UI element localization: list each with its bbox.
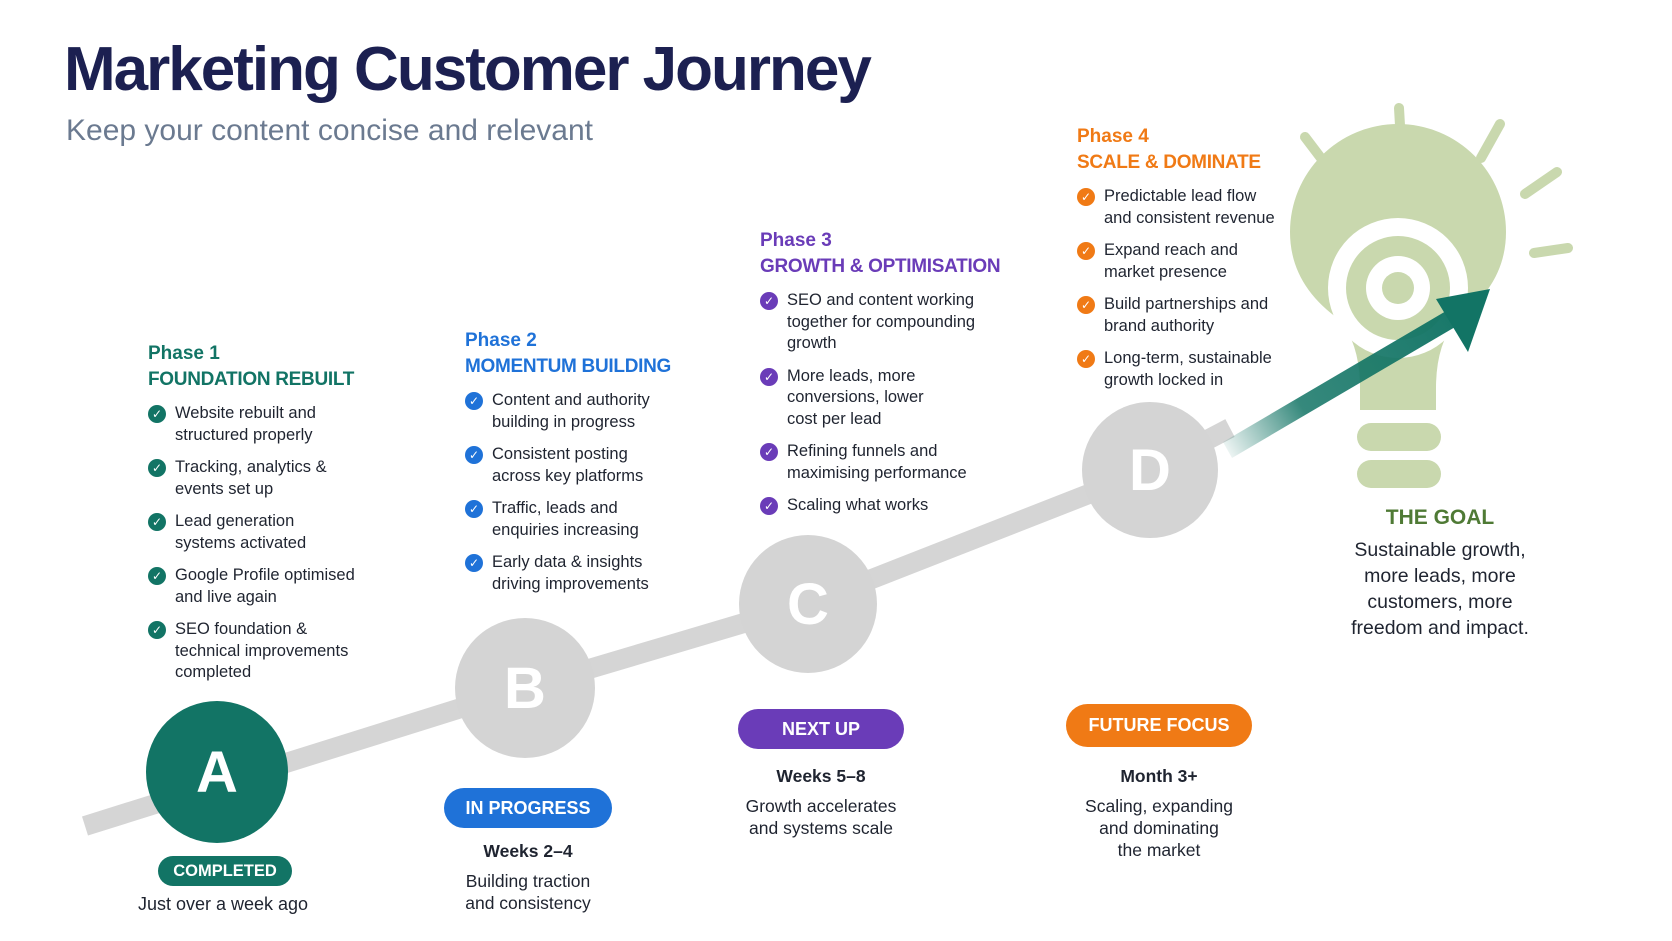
stage-d-circle (1082, 402, 1218, 538)
list-item: ✓ SEO foundation & technical improvements… (148, 619, 373, 684)
phase-4-list: ✓ Predictable lead flow and consistent re… (1077, 186, 1317, 391)
phase-3-block: Phase 3 GROWTH & OPTIMISATION ✓ SEO and c… (760, 228, 1010, 528)
list-item: ✓ Predictable lead flow and consistent re… (1077, 186, 1317, 229)
list-item: ✓ Lead generation systems activated (148, 511, 373, 554)
check-icon: ✓ (760, 367, 778, 386)
list-item: ✓ Website rebuilt and structured properly (148, 403, 373, 446)
phase-4-block: Phase 4 SCALE & DOMINATE ✓ Predictable le… (1077, 124, 1317, 402)
growth-arrow-icon (1223, 289, 1490, 458)
list-item-text: Refining funnels and maximising performa… (787, 442, 967, 482)
check-icon: ✓ (1077, 296, 1095, 314)
status-badge-future-focus: FUTURE FOCUS (1066, 704, 1252, 747)
stage-b-letter: B (504, 655, 546, 721)
list-item: ✓ SEO and content working together for co… (760, 290, 1010, 355)
list-item: ✓ Early data & insights driving improveme… (465, 552, 695, 595)
stage-b-description: Building traction and consistency (465, 871, 591, 913)
check-icon: ✓ (148, 513, 166, 531)
list-item-text: Predictable lead flow and consistent rev… (1104, 187, 1275, 227)
check-icon: ✓ (760, 497, 778, 515)
check-icon: ✓ (148, 405, 166, 423)
lightbulb-target-icon (1290, 103, 1573, 488)
list-item: ✓ Scaling what works (760, 495, 1010, 517)
stage-d-caption: Month 3+ Scaling, expanding and dominati… (1059, 766, 1259, 861)
list-item-text: Scaling what works (787, 496, 929, 514)
goal-text: Sustainable growth, more leads, more cus… (1351, 539, 1529, 639)
phase-4-title: SCALE & DOMINATE (1077, 152, 1261, 173)
list-item: ✓ Google Profile optimised and live again (148, 565, 373, 608)
stage-c-caption: Weeks 5–8 Growth accelerates and systems… (716, 766, 926, 839)
check-icon: ✓ (465, 554, 483, 572)
stage-c-description: Growth accelerates and systems scale (745, 796, 897, 838)
phase-2-list: ✓ Content and authority building in progr… (465, 390, 695, 595)
stage-a-description: Just over a week ago (137, 894, 309, 914)
list-item-text: Google Profile optimised and live again (175, 566, 355, 606)
phase-3-title: GROWTH & OPTIMISATION (760, 256, 1001, 277)
list-item-text: Traffic, leads and enquiries increasing (492, 499, 639, 539)
phase-2-block: Phase 2 MOMENTUM BUILDING ✓ Content and a… (465, 328, 695, 606)
phase-1-title: FOUNDATION REBUILT (148, 369, 355, 390)
goal-title: THE GOAL (1385, 506, 1495, 529)
list-item-text: Lead generation systems activated (175, 512, 307, 552)
list-item: ✓ Build partnerships and brand authority (1077, 294, 1317, 337)
list-item-text: Early data & insights driving improvemen… (492, 553, 649, 593)
stage-d-letter: D (1129, 437, 1171, 503)
check-icon: ✓ (1077, 242, 1095, 260)
list-item-text: More leads, more conversions, lower cost… (787, 366, 924, 428)
list-item-text: Expand reach and market presence (1104, 241, 1238, 281)
list-item-text: Tracking, analytics & events set up (175, 458, 327, 498)
list-item: ✓ Content and authority building in progr… (465, 390, 695, 433)
stage-c-period: Weeks 5–8 (776, 766, 866, 786)
phase-1-block: Phase 1 FOUNDATION REBUILT ✓ Website rebu… (148, 341, 373, 695)
list-item-text: Website rebuilt and structured properly (175, 404, 316, 444)
list-item: ✓ Traffic, leads and enquiries increasing (465, 498, 695, 541)
list-item: ✓ More leads, more conversions, lower cos… (760, 366, 1010, 431)
stage-d-description: Scaling, expanding and dominating the ma… (1085, 796, 1233, 860)
check-icon: ✓ (1077, 188, 1095, 206)
phase-1-number: Phase 1 (148, 343, 220, 364)
stage-a-caption: Just over a week ago (118, 893, 328, 915)
phase-3-number: Phase 3 (760, 230, 832, 251)
list-item: ✓ Expand reach and market presence (1077, 240, 1317, 283)
check-icon: ✓ (148, 621, 166, 639)
stage-b-caption: Weeks 2–4 Building traction and consiste… (428, 841, 628, 914)
stage-b-period: Weeks 2–4 (483, 841, 573, 861)
check-icon: ✓ (760, 443, 778, 461)
page-title: Marketing Customer Journey (64, 35, 872, 104)
list-item: ✓ Refining funnels and maximising perform… (760, 441, 1010, 484)
phase-1-list: ✓ Website rebuilt and structured properly… (148, 403, 373, 684)
phase-2-number: Phase 2 (465, 330, 537, 351)
list-item-text: SEO and content working together for com… (787, 291, 976, 352)
check-icon: ✓ (760, 292, 778, 310)
stage-b-circle (455, 618, 595, 758)
check-icon: ✓ (148, 567, 166, 585)
stage-a-circle (146, 701, 288, 843)
phase-2-title: MOMENTUM BUILDING (465, 356, 671, 377)
list-item: ✓ Long-term, sustainable growth locked in (1077, 348, 1317, 391)
check-icon: ✓ (465, 446, 483, 464)
page-subtitle: Keep your content concise and relevant (66, 114, 594, 147)
status-badge-completed: COMPLETED (158, 856, 292, 886)
list-item-text: SEO foundation & technical improvements … (175, 620, 349, 681)
phase-3-list: ✓ SEO and content working together for co… (760, 290, 1010, 517)
status-badge-next-up: NEXT UP (738, 709, 904, 749)
list-item-text: Long-term, sustainable growth locked in (1104, 349, 1272, 389)
check-icon: ✓ (465, 392, 483, 410)
stage-d-period: Month 3+ (1120, 766, 1198, 786)
list-item-text: Content and authority building in progre… (492, 391, 650, 431)
stage-a-letter: A (196, 739, 238, 805)
status-badge-in-progress: IN PROGRESS (444, 788, 612, 828)
stage-c-letter: C (787, 571, 829, 637)
list-item: ✓ Tracking, analytics & events set up (148, 457, 373, 500)
list-item: ✓ Consistent posting across key platforms (465, 444, 695, 487)
check-icon: ✓ (1077, 350, 1095, 368)
list-item-text: Consistent posting across key platforms (492, 445, 644, 485)
phase-4-number: Phase 4 (1077, 126, 1149, 147)
list-item-text: Build partnerships and brand authority (1104, 295, 1269, 335)
stage-c-circle (739, 535, 877, 673)
check-icon: ✓ (465, 500, 483, 518)
check-icon: ✓ (148, 459, 166, 477)
